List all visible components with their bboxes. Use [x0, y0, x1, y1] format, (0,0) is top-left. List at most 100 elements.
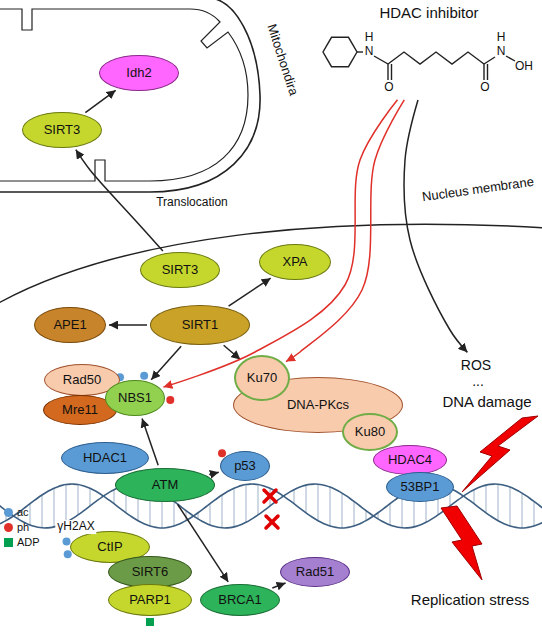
helix-rung [318, 484, 319, 521]
chemical-structure [323, 37, 515, 80]
protein-ellipse: Ku80 [342, 413, 398, 451]
protein-name: PARP1 [129, 593, 171, 608]
arrow-connector [286, 100, 404, 362]
mitochondrion: MitochondiraIdh2SIRT3 [0, 0, 262, 194]
protein-ellipse: NBS1 [105, 380, 166, 416]
lightning-bolt [462, 416, 538, 492]
protein-name: Mre11 [62, 403, 98, 418]
atom-label: O [384, 81, 393, 95]
protein-ellipse: Idh2 [99, 55, 179, 91]
protein-name: SIRT6 [132, 565, 169, 580]
modification-dot [64, 550, 72, 558]
helix-rung [114, 490, 115, 504]
lightning-bolt [441, 506, 482, 580]
modification-dot [140, 372, 148, 380]
protein-name: Rad50 [63, 373, 101, 388]
annotation-label: DNA damage [442, 393, 531, 410]
helix-rung [534, 501, 535, 526]
helix-rung [30, 504, 31, 525]
text-node: ROS [461, 357, 495, 375]
protein-ellipse: 53BP1 [386, 472, 454, 502]
adp-mark [146, 618, 154, 626]
annotation-label: Replication stress [411, 591, 529, 608]
annotation-label: ... [472, 373, 484, 389]
protein-ellipse: BRCA1 [200, 584, 280, 616]
protein-name: 53BP1 [400, 480, 439, 495]
helix-rung [342, 493, 343, 528]
protein-name: NBS1 [118, 391, 152, 406]
atom-label: H [497, 31, 506, 45]
protein-name: CtIP [97, 540, 122, 555]
modification-mark [166, 396, 174, 404]
outer-membrane [0, 0, 260, 192]
arrow-connector [85, 90, 115, 112]
arrow-connector [272, 583, 285, 588]
protein-ellipse: SIRT3 [140, 252, 220, 288]
protein-ellipse: SIRT1 [150, 305, 250, 345]
legend-swatch [4, 508, 13, 517]
modification-dot [166, 396, 174, 404]
helix-rung [234, 488, 235, 527]
arrow-connector [224, 345, 241, 359]
protein-name: HDAC4 [388, 453, 432, 468]
legend-text: ac [17, 506, 29, 519]
atom-label: O [480, 81, 489, 95]
helix-rung [258, 484, 259, 514]
atom-label: N [365, 45, 374, 59]
helix-rung [42, 495, 43, 528]
helix-rung [354, 501, 355, 526]
arrow-connector [109, 324, 147, 326]
protein-ellipse: ATM [115, 468, 215, 502]
drug-structure: HDAC inhibitor [318, 2, 540, 96]
helix-rung [486, 485, 487, 513]
protein-name: Idh2 [126, 66, 151, 81]
modification-mark [146, 618, 154, 626]
drug-name: HDAC inhibitor [318, 2, 540, 21]
protein-name: Ku80 [355, 425, 385, 440]
mitochondrion-outline [0, 0, 262, 194]
protein-name: Rad51 [296, 565, 334, 580]
helix-rung [294, 490, 295, 504]
helix-rung [222, 495, 223, 528]
edge-label: Translocation [156, 196, 228, 210]
legend-row: ADP [4, 535, 40, 550]
arrow-connector [229, 278, 271, 306]
atom-label: N [497, 45, 506, 59]
legend-swatch [4, 538, 13, 547]
protein-ellipse: p53 [220, 451, 270, 481]
helix-rung [78, 484, 79, 514]
organelle-name: Mitochondira [263, 22, 300, 97]
protein-ellipse: PARP1 [108, 584, 192, 616]
arrow-connector [404, 100, 467, 352]
helix-rung [90, 488, 91, 506]
legend-swatch [4, 523, 13, 532]
protein-ellipse: APE1 [34, 307, 106, 343]
protein-name: SIRT3 [44, 123, 81, 138]
protein-ellipse: Rad51 [280, 557, 350, 587]
annotation-label: γH2AX [55, 520, 96, 534]
legend-text: ADP [17, 536, 40, 549]
helix-rung [366, 511, 367, 521]
helix-rung [174, 501, 175, 526]
protein-name: SIRT1 [182, 318, 219, 333]
legend-text: ph [17, 521, 29, 534]
protein-name: HDAC1 [83, 451, 127, 466]
protein-name: BRCA1 [218, 593, 261, 608]
legend-row: ph [4, 520, 40, 535]
arrow-connector [209, 472, 219, 474]
modification-mark [64, 550, 72, 558]
protein-name: SIRT3 [162, 263, 199, 278]
inner-membrane [0, 9, 248, 181]
protein-name: ROS [461, 357, 495, 373]
annotation-label: Nucleus membrane [421, 175, 535, 205]
helix-rung [474, 490, 475, 504]
helix-rung [330, 487, 331, 526]
protein-name: Ku70 [247, 371, 277, 386]
protein-ellipse: SIRT3 [22, 112, 102, 148]
atom-label: H [365, 31, 374, 45]
protein-name: XPA [282, 255, 307, 270]
nucleus-membrane [0, 224, 542, 305]
helix-rung [306, 485, 307, 513]
helix-rung [510, 487, 511, 526]
protein-ellipse: Ku70 [234, 355, 290, 401]
